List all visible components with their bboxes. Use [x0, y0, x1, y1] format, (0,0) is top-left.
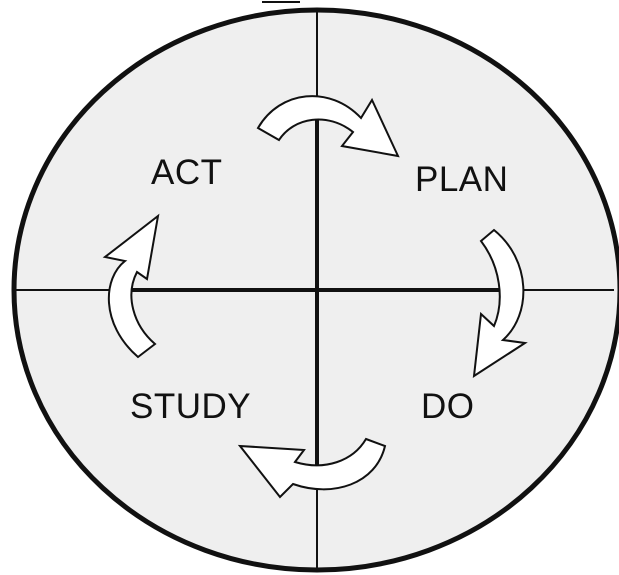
- arrow-act-to-plan: [256, 95, 400, 158]
- arrow-study-to-act: [102, 213, 160, 359]
- label-do: DO: [421, 387, 475, 426]
- label-plan: PLAN: [415, 160, 508, 199]
- arrow-do-to-study: [237, 437, 387, 499]
- label-act: ACT: [151, 153, 223, 192]
- arrow-plan-to-do: [472, 228, 528, 378]
- label-study: STUDY: [130, 387, 251, 426]
